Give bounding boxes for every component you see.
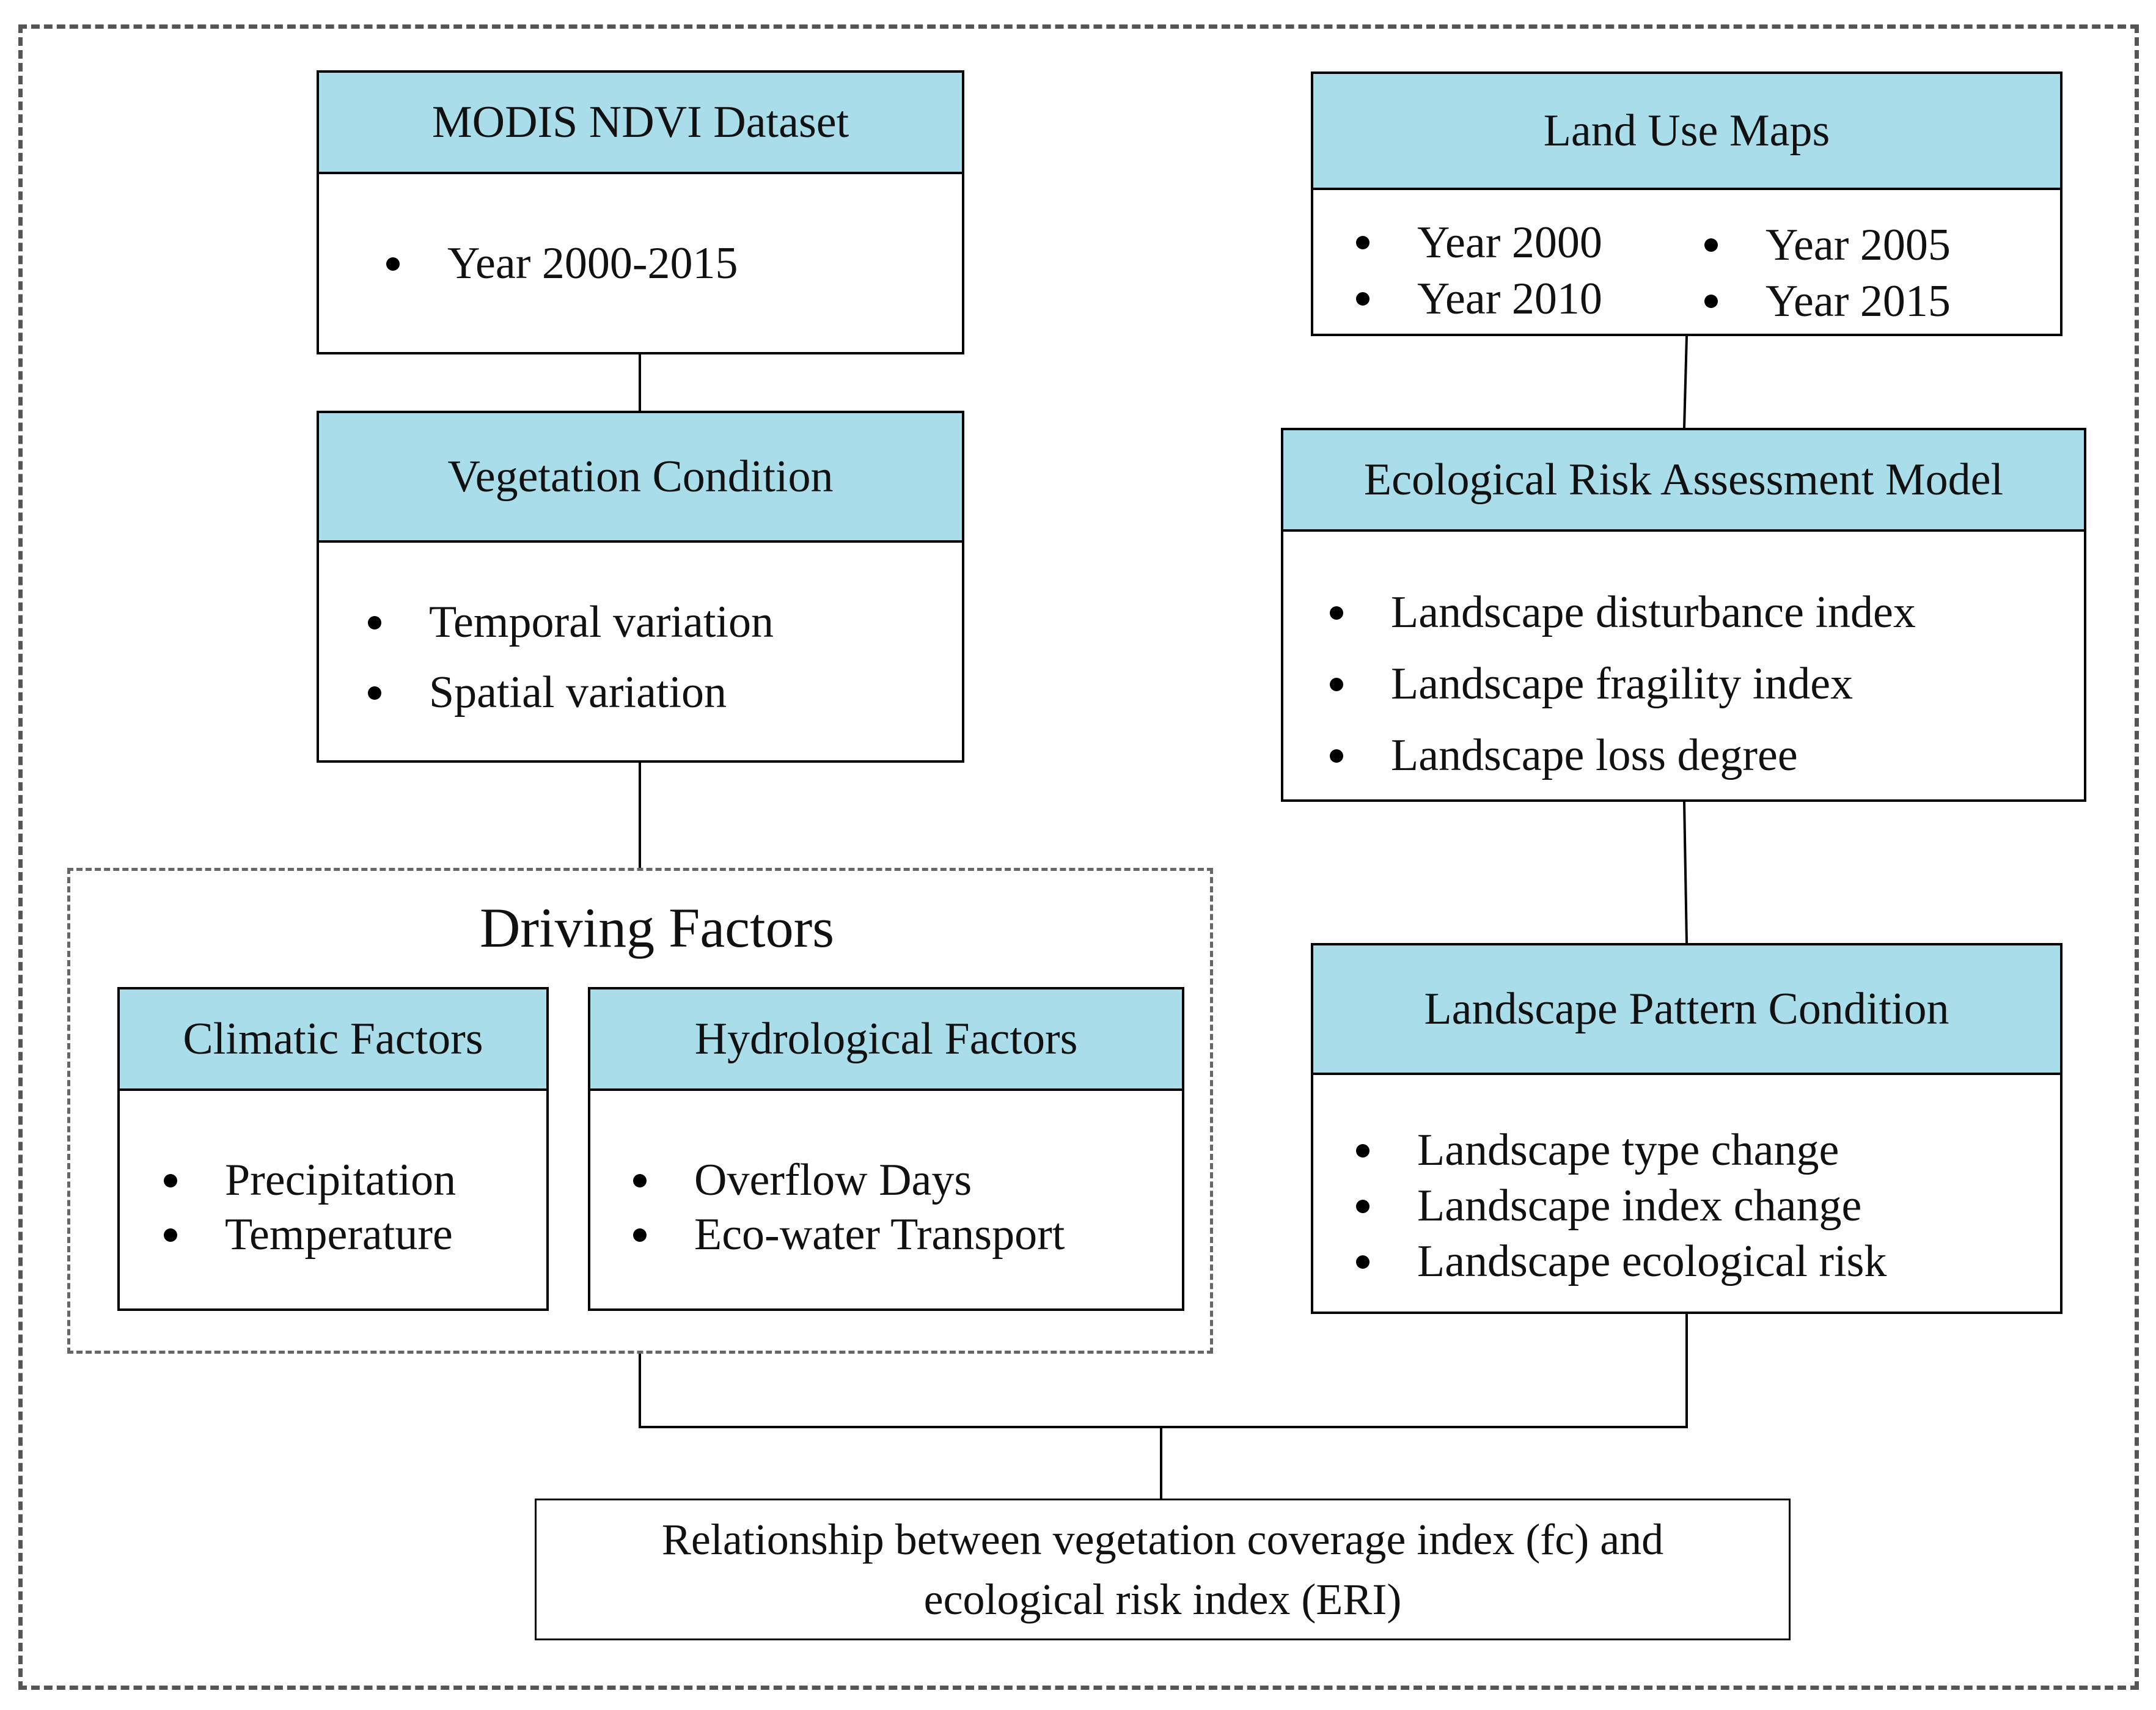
- risk-model-item-disturbance: Landscape disturbance index: [1330, 577, 1916, 648]
- hydrological-item-ecowater: Eco-water Transport: [633, 1209, 1065, 1261]
- land-use-item-2005: Year 2005: [1704, 217, 1951, 273]
- vegetation-item-temporal: Temporal variation: [368, 596, 774, 648]
- connector-landuse-model: [1683, 336, 1688, 428]
- result-line-2: ecological risk index (ERI): [923, 1575, 1402, 1624]
- modis-item-years: Year 2000-2015: [386, 238, 738, 290]
- landscape-pattern-item-risk: Landscape ecological risk: [1356, 1234, 1887, 1290]
- hydrological-factors-title: Hydrological Factors: [590, 989, 1182, 1091]
- landscape-pattern-box: Landscape Pattern Condition Landscape ty…: [1311, 943, 2062, 1314]
- climatic-factors-title: Climatic Factors: [120, 989, 546, 1091]
- modis-dataset-title: MODIS NDVI Dataset: [319, 73, 962, 174]
- outer-frame: [18, 24, 2139, 1690]
- hydrological-item-overflow: Overflow Days: [633, 1154, 1065, 1206]
- land-use-item-2015: Year 2015: [1704, 273, 1951, 329]
- risk-model-item-fragility: Landscape fragility index: [1330, 648, 1916, 720]
- hydrological-factors-box: Hydrological Factors Overflow Days Eco-w…: [588, 987, 1184, 1311]
- connector-merge: [639, 1314, 1688, 1428]
- landscape-pattern-item-index: Landscape index change: [1356, 1178, 1887, 1234]
- risk-model-item-loss: Landscape loss degree: [1330, 720, 1916, 791]
- driving-factors-title: Driving Factors: [479, 897, 835, 959]
- driving-factors-group: [67, 868, 1213, 1354]
- modis-dataset-box: MODIS NDVI Dataset Year 2000-2015: [317, 70, 964, 354]
- vegetation-item-spatial: Spatial variation: [368, 667, 774, 719]
- land-use-item-2000: Year 2000: [1356, 215, 1602, 271]
- vegetation-condition-title: Vegetation Condition: [319, 413, 962, 543]
- connector-model-pattern: [1683, 801, 1688, 944]
- land-use-maps-box: Land Use Maps Year 2000 Year 2010 Year 2…: [1311, 72, 2062, 336]
- landscape-pattern-item-type: Landscape type change: [1356, 1123, 1887, 1178]
- risk-model-box: Ecological Risk Assessment Model Landsca…: [1281, 428, 2086, 802]
- vegetation-condition-box: Vegetation Condition Temporal variation …: [317, 411, 964, 763]
- climatic-item-precipitation: Precipitation: [164, 1154, 456, 1206]
- risk-model-title: Ecological Risk Assessment Model: [1283, 430, 2084, 532]
- land-use-item-2010: Year 2010: [1356, 271, 1602, 327]
- result-line-1: Relationship between vegetation coverage…: [661, 1515, 1664, 1564]
- landscape-pattern-title: Landscape Pattern Condition: [1313, 945, 2060, 1075]
- land-use-maps-title: Land Use Maps: [1313, 74, 2060, 190]
- climatic-item-temperature: Temperature: [164, 1209, 456, 1261]
- climatic-factors-box: Climatic Factors Precipitation Temperatu…: [117, 987, 549, 1311]
- relationship-result-box: Relationship between vegetation coverage…: [535, 1499, 1791, 1640]
